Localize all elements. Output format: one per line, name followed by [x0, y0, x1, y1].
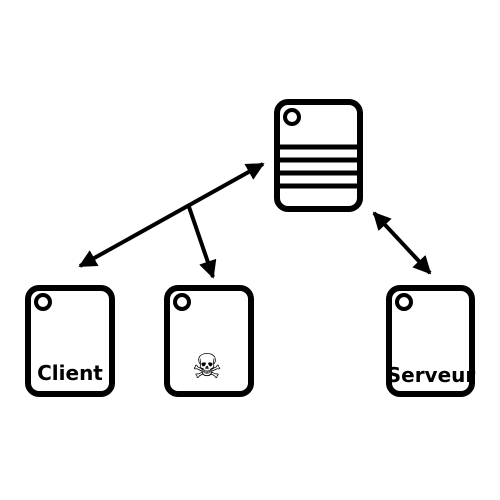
server-label: Serveur: [387, 363, 476, 387]
eavesdrop-arrow: [186, 203, 217, 279]
client-node[interactable]: Client: [25, 285, 115, 397]
database-box: [274, 99, 363, 212]
client-database-arrow: [78, 162, 265, 268]
server-box: [386, 285, 475, 397]
database-led-icon: [283, 108, 301, 126]
database-node[interactable]: [274, 99, 363, 212]
database-server-arrow: [372, 211, 432, 275]
server-node[interactable]: Serveur: [386, 285, 476, 397]
client-label: Client: [37, 361, 103, 385]
attacker-node[interactable]: ☠: [164, 285, 254, 397]
client-box: [25, 285, 115, 397]
attacker-box: [164, 285, 254, 397]
skull-crossbones-icon: ☠: [192, 347, 222, 387]
server-led-icon: [395, 293, 413, 311]
client-led-icon: [34, 293, 52, 311]
attacker-led-icon: [173, 293, 191, 311]
